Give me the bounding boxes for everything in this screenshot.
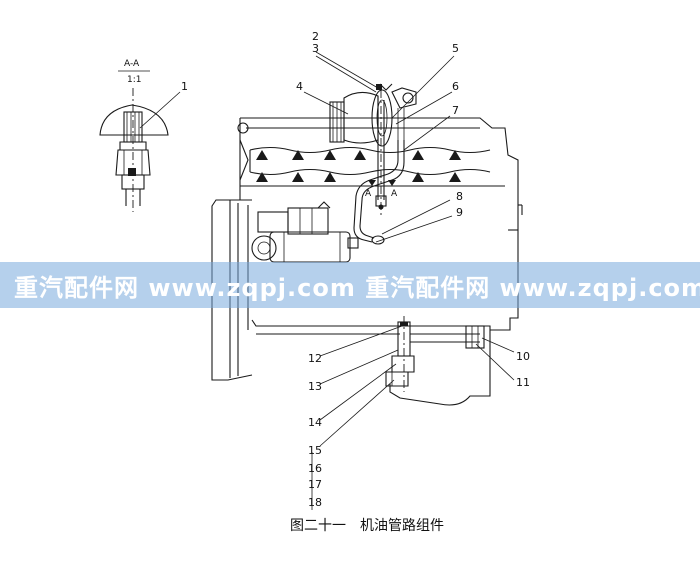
callout-7: 7 (452, 104, 459, 117)
callout-12: 12 (308, 352, 322, 365)
callout-17: 17 (308, 478, 322, 491)
leader-lines (139, 51, 515, 510)
section-marker-right: A (391, 189, 398, 199)
section-view-a-a: A-A 1:1 (99, 59, 169, 212)
callout-labels: 1 2 3 4 5 6 7 8 9 10 11 12 13 14 15 16 1… (181, 30, 530, 509)
callout-4: 4 (296, 80, 303, 93)
callout-15: 15 (308, 444, 322, 457)
callout-9: 9 (456, 206, 463, 219)
callout-18: 18 (308, 496, 322, 509)
callout-11: 11 (516, 376, 530, 389)
callout-8: 8 (456, 190, 463, 203)
watermark-text: 重汽配件网 www.zqpj.com 重汽配件网 www.zqpj.com 重汽… (14, 273, 700, 302)
watermark-banner: 重汽配件网 www.zqpj.com 重汽配件网 www.zqpj.com 重汽… (0, 262, 700, 308)
callout-2: 2 (312, 30, 319, 43)
callout-3: 3 (312, 42, 319, 55)
callout-16: 16 (308, 462, 322, 475)
callout-13: 13 (308, 380, 322, 393)
engine-block (237, 117, 523, 331)
callout-6: 6 (452, 80, 459, 93)
oil-pan (251, 316, 491, 406)
starter-motor (251, 201, 359, 263)
callout-5: 5 (452, 42, 459, 55)
oil-supply-pipe: A A (365, 90, 398, 215)
figure-caption: 图二十一 机油管路组件 (290, 518, 444, 534)
section-label: A-A (124, 59, 140, 69)
oil-return-pipe (353, 108, 405, 245)
section-scale: 1:1 (127, 75, 141, 85)
turbocharger (329, 83, 417, 147)
section-marker-left: A (365, 189, 372, 199)
callout-14: 14 (308, 416, 322, 429)
callout-10: 10 (516, 350, 530, 363)
callout-1: 1 (181, 80, 188, 93)
